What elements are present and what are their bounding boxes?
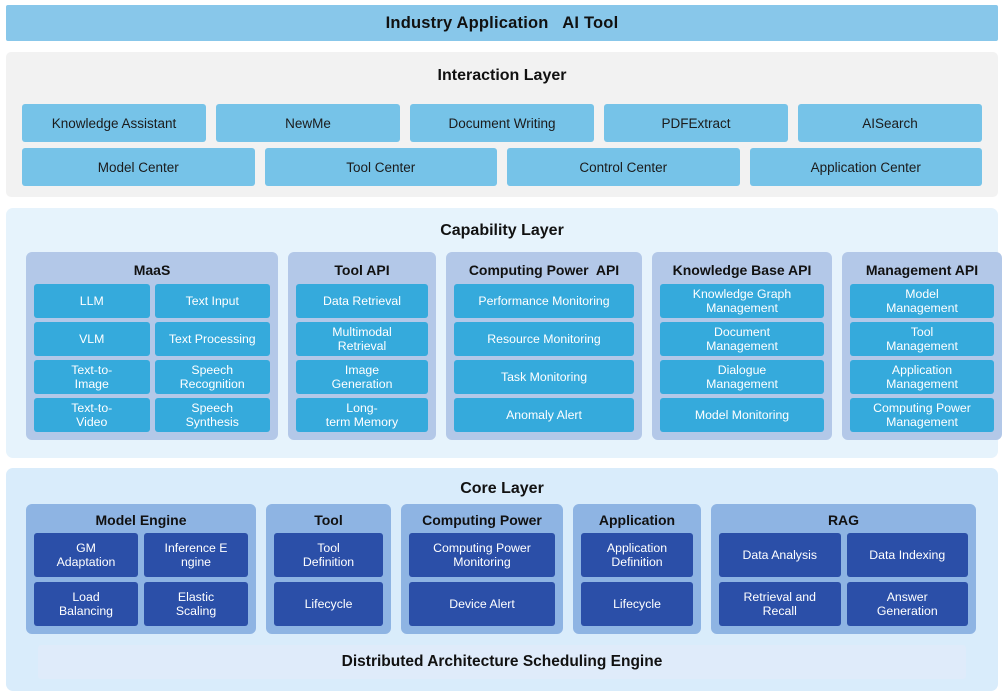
cap-chip-vlm[interactable]: VLM <box>34 322 150 356</box>
core-chip-gm-adaptation[interactable]: GM Adaptation <box>34 533 138 577</box>
cap-chip-llm[interactable]: LLM <box>34 284 150 318</box>
cap-chip-document-management[interactable]: Document Management <box>660 322 824 356</box>
core-chip-computing-power-monitoring[interactable]: Computing Power Monitoring <box>409 533 555 577</box>
cap-chip-model-management[interactable]: Model Management <box>850 284 994 318</box>
core-rag-col-2: Data Indexing Answer Generation <box>846 533 968 626</box>
capability-panel-management-api-title: Management API <box>865 262 979 278</box>
cap-chip-data-retrieval[interactable]: Data Retrieval <box>296 284 428 318</box>
core-chip-data-indexing[interactable]: Data Indexing <box>846 533 968 577</box>
core-panel-application: Application Application Definition Lifec… <box>573 504 701 634</box>
cap-chip-knowledge-graph-management[interactable]: Knowledge Graph Management <box>660 284 824 318</box>
core-panel-tool-title: Tool <box>314 512 343 528</box>
core-panel-model-engine-title: Model Engine <box>95 512 187 528</box>
cap-chip-multimodal-retrieval[interactable]: Multimodal Retrieval <box>296 322 428 356</box>
interaction-layer-title: Interaction Layer <box>437 67 567 84</box>
core-panel-computing-power-items: Computing Power Monitoring Device Alert <box>409 533 555 626</box>
core-layer: Core Layer Model Engine GM Adaptation Lo… <box>6 468 998 691</box>
capability-panel-computing-power-api-items: Performance Monitoring Resource Monitori… <box>454 284 634 432</box>
interaction-row-2: Model Center Tool Center Control Center … <box>22 148 982 186</box>
capability-panel-management-api: Management API Model Management Tool Man… <box>842 252 1002 440</box>
cap-chip-performance-monitoring[interactable]: Performance Monitoring <box>454 284 634 318</box>
cap-chip-long-term-memory[interactable]: Long- term Memory <box>296 398 428 432</box>
cap-chip-text-to-image[interactable]: Text-to- Image <box>34 360 150 394</box>
capability-panel-knowledge-base-api-title: Knowledge Base API <box>672 262 812 278</box>
capability-panel-tool-api-title: Tool API <box>334 262 390 278</box>
interaction-item-tool-center[interactable]: Tool Center <box>264 148 497 186</box>
core-chip-load-balancing[interactable]: Load Balancing <box>34 582 138 626</box>
cap-chip-anomaly-alert[interactable]: Anomaly Alert <box>454 398 634 432</box>
interaction-layer: Interaction Layer Knowledge Assistant Ne… <box>6 52 998 197</box>
core-model-engine-col-1: GM Adaptation Load Balancing <box>34 533 138 626</box>
core-panel-model-engine: Model Engine GM Adaptation Load Balancin… <box>26 504 256 634</box>
core-panel-tool-items: Tool Definition Lifecycle <box>274 533 383 626</box>
capability-panel-knowledge-base-api: Knowledge Base API Knowledge Graph Manag… <box>652 252 832 440</box>
capability-layer: Capability Layer MaaS LLM VLM Text-to- I… <box>6 208 1002 458</box>
capability-panel-maas: MaaS LLM VLM Text-to- Image Text-to- Vid… <box>26 252 278 440</box>
core-panel-computing-power: Computing Power Computing Power Monitori… <box>401 504 563 634</box>
interaction-item-pdfextract[interactable]: PDFExtract <box>604 104 788 142</box>
core-panel-tool: Tool Tool Definition Lifecycle <box>266 504 391 634</box>
interaction-item-aisearch[interactable]: AISearch <box>798 104 982 142</box>
cap-chip-dialogue-management[interactable]: Dialogue Management <box>660 360 824 394</box>
interaction-item-model-center[interactable]: Model Center <box>22 148 255 186</box>
core-chip-application-lifecycle[interactable]: Lifecycle <box>581 582 693 626</box>
capability-panel-maas-items: LLM VLM Text-to- Image Text-to- Video Te… <box>34 284 270 432</box>
interaction-item-application-center[interactable]: Application Center <box>749 148 982 186</box>
capability-maas-col-2: Text Input Text Processing Speech Recogn… <box>154 284 270 432</box>
capability-panel-tool-api-items: Data Retrieval Multimodal Retrieval Imag… <box>296 284 428 432</box>
interaction-item-knowledge-assistant[interactable]: Knowledge Assistant <box>22 104 206 142</box>
core-panels: Model Engine GM Adaptation Load Balancin… <box>26 504 978 634</box>
cap-chip-tool-management[interactable]: Tool Management <box>850 322 994 356</box>
capability-layer-title: Capability Layer <box>440 222 564 239</box>
cap-chip-text-input[interactable]: Text Input <box>154 284 270 318</box>
core-chip-retrieval-and-recall[interactable]: Retrieval and Recall <box>719 582 841 626</box>
capability-panel-computing-power-api: Computing Power API Performance Monitori… <box>446 252 642 440</box>
interaction-item-document-writing[interactable]: Document Writing <box>410 104 594 142</box>
core-panel-computing-power-title: Computing Power <box>422 512 542 528</box>
core-panel-rag-title: RAG <box>827 512 860 528</box>
capability-panel-maas-title: MaaS <box>133 262 171 278</box>
cap-chip-text-to-video[interactable]: Text-to- Video <box>34 398 150 432</box>
core-model-engine-col-2: Inference E ngine Elastic Scaling <box>144 533 248 626</box>
core-chip-inference-engine[interactable]: Inference E ngine <box>144 533 248 577</box>
cap-chip-resource-monitoring[interactable]: Resource Monitoring <box>454 322 634 356</box>
core-panel-application-title: Application <box>598 512 676 528</box>
core-chip-tool-lifecycle[interactable]: Lifecycle <box>274 582 383 626</box>
banner-title: Industry Application AI Tool <box>6 5 998 41</box>
cap-chip-speech-recognition[interactable]: Speech Recognition <box>154 360 270 394</box>
interaction-row-1: Knowledge Assistant NewMe Document Writi… <box>22 104 982 142</box>
capability-panel-knowledge-base-api-items: Knowledge Graph Management Document Mana… <box>660 284 824 432</box>
distributed-architecture-scheduling-engine-bar: Distributed Architecture Scheduling Engi… <box>38 645 966 679</box>
core-chip-tool-definition[interactable]: Tool Definition <box>274 533 383 577</box>
core-chip-application-definition[interactable]: Application Definition <box>581 533 693 577</box>
core-panel-rag-items: Data Analysis Retrieval and Recall Data … <box>719 533 968 626</box>
capability-panel-tool-api: Tool API Data Retrieval Multimodal Retri… <box>288 252 436 440</box>
cap-chip-application-management[interactable]: Application Management <box>850 360 994 394</box>
core-chip-data-analysis[interactable]: Data Analysis <box>719 533 841 577</box>
core-panel-model-engine-items: GM Adaptation Load Balancing Inference E… <box>34 533 248 626</box>
cap-chip-task-monitoring[interactable]: Task Monitoring <box>454 360 634 394</box>
interaction-item-control-center[interactable]: Control Center <box>507 148 740 186</box>
capability-maas-col-1: LLM VLM Text-to- Image Text-to- Video <box>34 284 150 432</box>
cap-chip-speech-synthesis[interactable]: Speech Synthesis <box>154 398 270 432</box>
capability-panel-management-api-items: Model Management Tool Management Applica… <box>850 284 994 432</box>
core-layer-title: Core Layer <box>460 480 544 497</box>
core-panel-rag: RAG Data Analysis Retrieval and Recall D… <box>711 504 976 634</box>
core-rag-col-1: Data Analysis Retrieval and Recall <box>719 533 841 626</box>
cap-chip-text-processing[interactable]: Text Processing <box>154 322 270 356</box>
core-chip-device-alert[interactable]: Device Alert <box>409 582 555 626</box>
core-panel-application-items: Application Definition Lifecycle <box>581 533 693 626</box>
cap-chip-computing-power-management[interactable]: Computing Power Management <box>850 398 994 432</box>
capability-panel-computing-power-api-title: Computing Power API <box>468 262 620 278</box>
interaction-item-newme[interactable]: NewMe <box>216 104 400 142</box>
capability-panels: MaaS LLM VLM Text-to- Image Text-to- Vid… <box>26 252 1002 440</box>
cap-chip-model-monitoring[interactable]: Model Monitoring <box>660 398 824 432</box>
core-chip-elastic-scaling[interactable]: Elastic Scaling <box>144 582 248 626</box>
cap-chip-image-generation[interactable]: Image Generation <box>296 360 428 394</box>
core-chip-answer-generation[interactable]: Answer Generation <box>846 582 968 626</box>
